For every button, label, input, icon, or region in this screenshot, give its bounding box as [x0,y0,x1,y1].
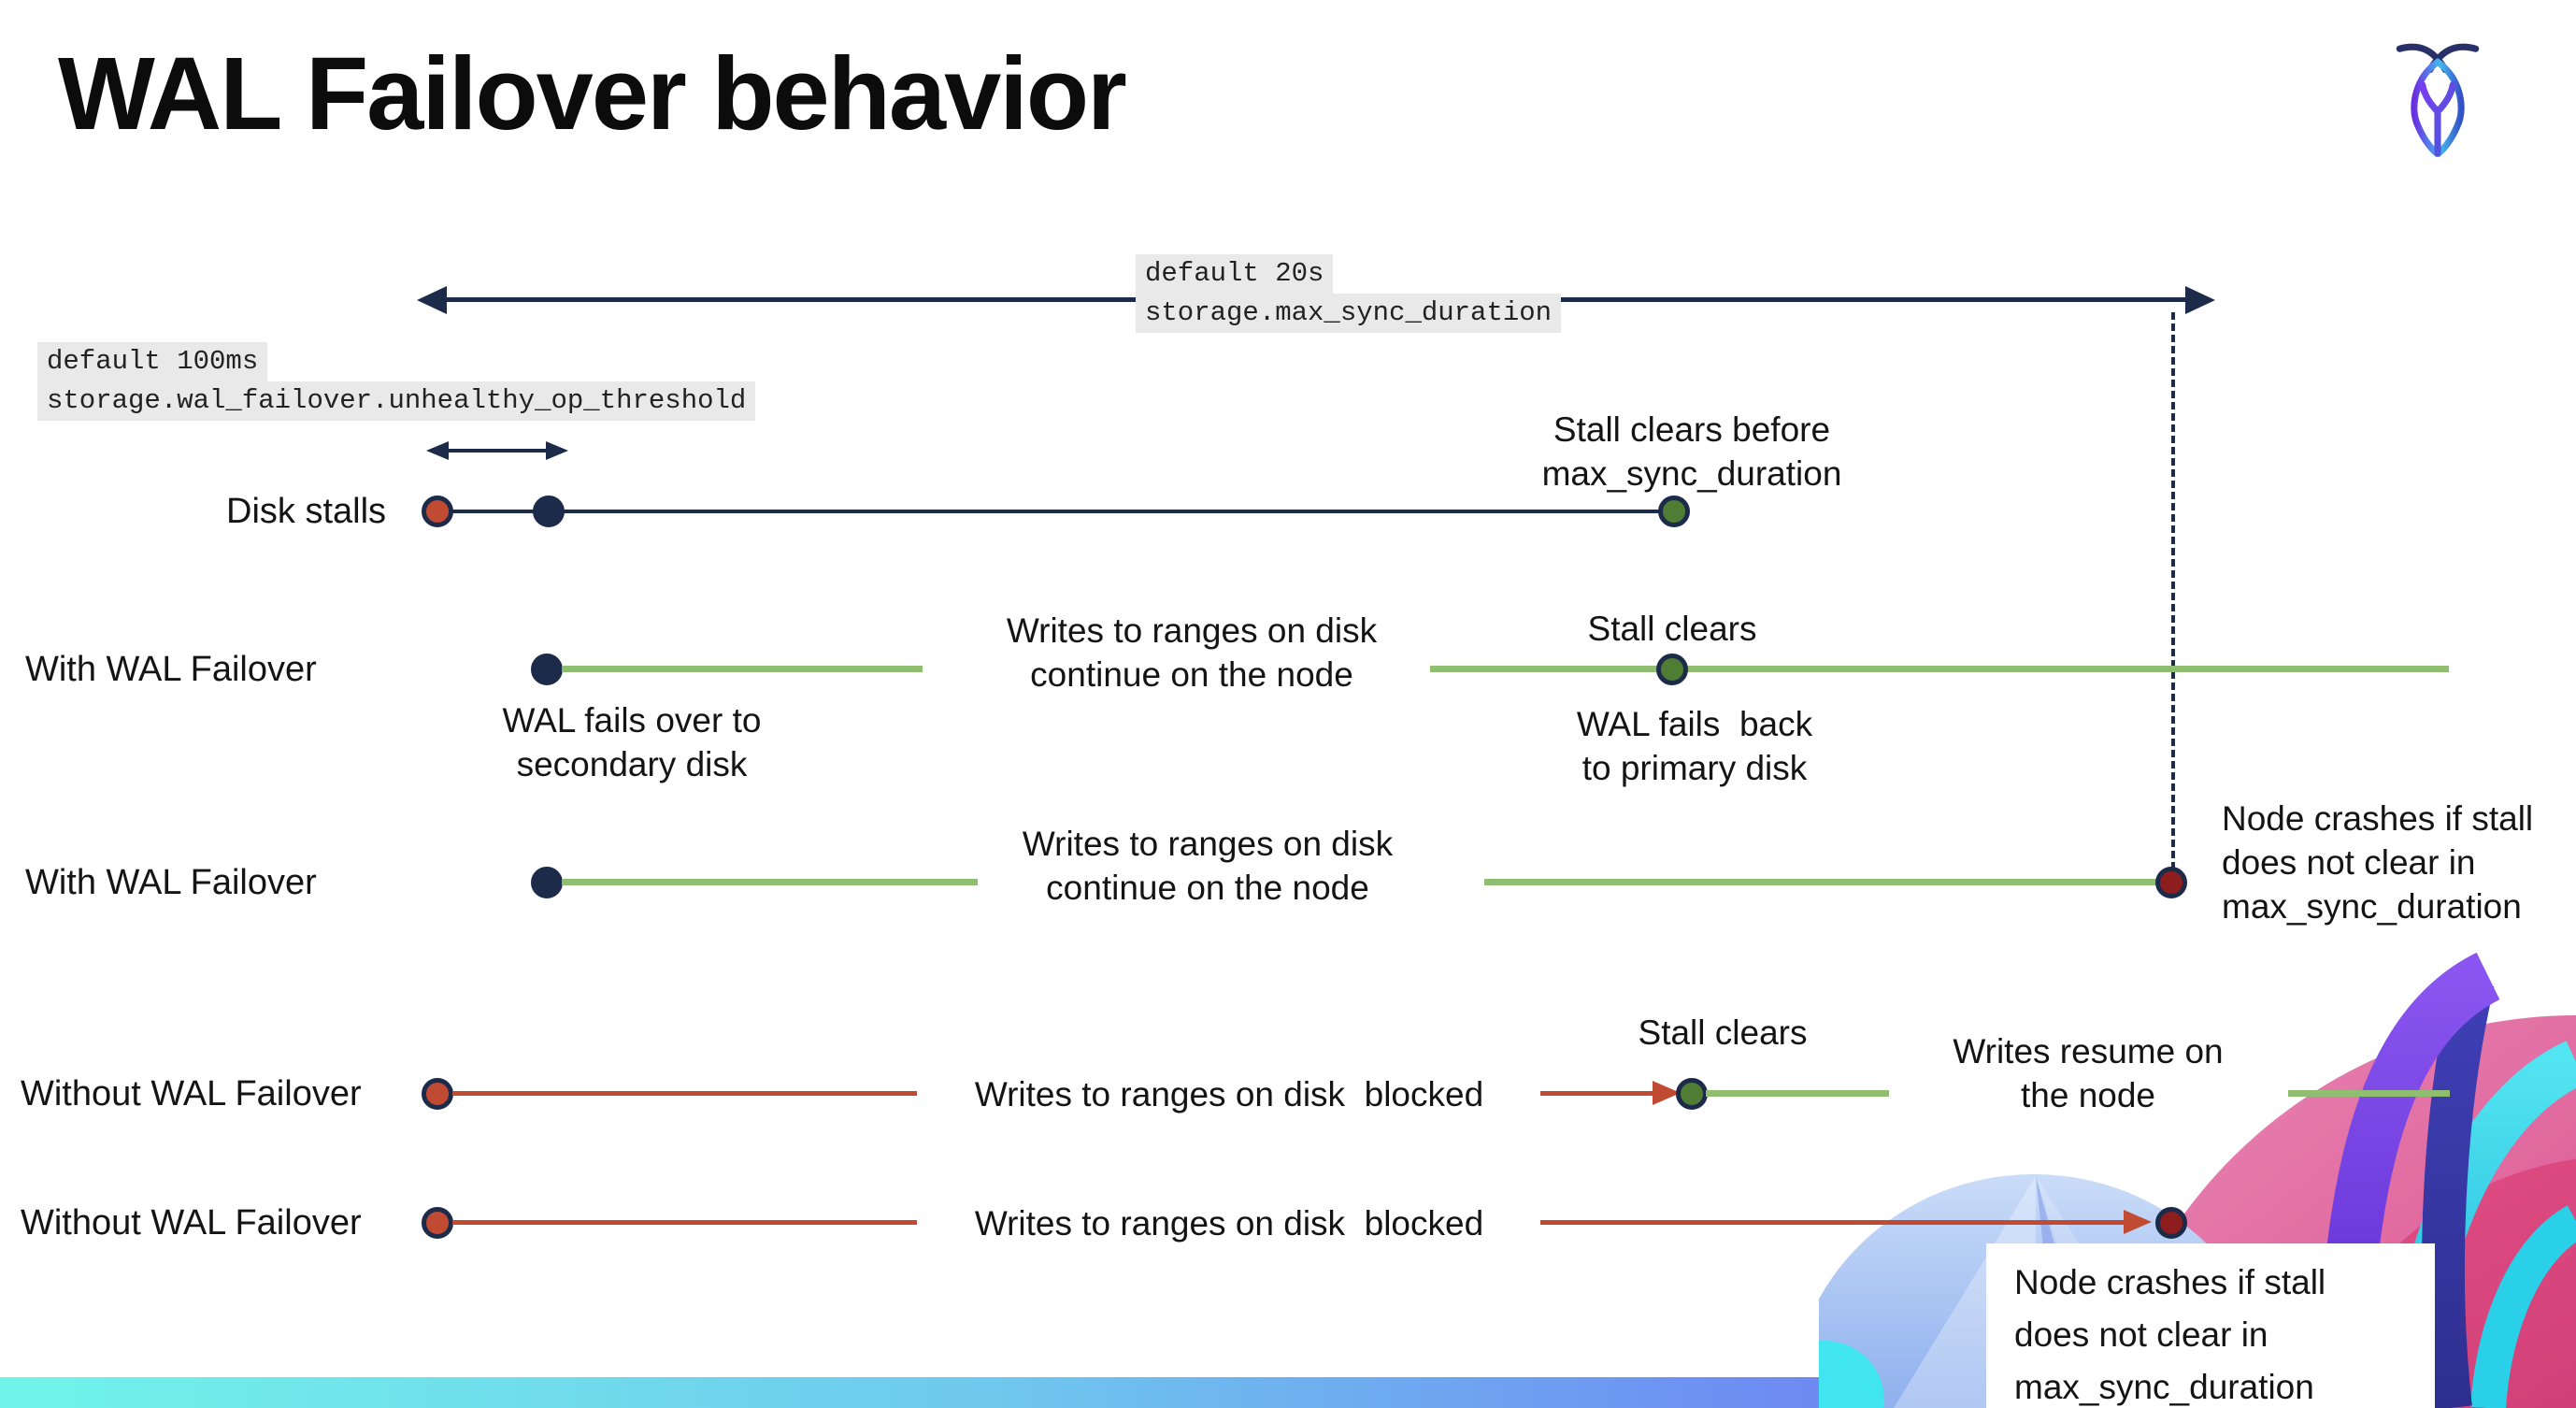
stall-clears-dot [1656,654,1688,685]
stall-clears-note-1: Stall clears [1587,610,1757,648]
node-crashes-note-1: Node crashes if stall does not clear in … [2222,799,2534,926]
failover-dot [531,867,563,898]
row-label-disk-stalls: Disk stalls [226,492,387,531]
row-label-with-wal-failover-2: With WAL Failover [25,863,317,902]
healthy-writes-line [562,666,923,672]
small-arrowhead-right-icon [546,441,568,460]
node-crash-dot [2155,1207,2187,1239]
unhealthy-op-default-label: default 100ms [37,342,268,381]
stall-start-dot [422,496,453,527]
writes-resume-note: Writes resume on the node [1953,1032,2224,1114]
row-label-without-wal-failover-2: Without WAL Failover [21,1203,362,1243]
wal-fails-over-note: WAL fails over to secondary disk [502,701,762,783]
page-title: WAL Failover behavior [58,36,1127,151]
deadline-dashed-line [2171,312,2175,869]
blocked-writes-line [452,1220,917,1225]
resumed-writes-line [2288,1090,2450,1097]
writes-blocked-note-1: Writes to ranges on disk blocked [974,1075,1484,1113]
stall-clears-note-2: Stall clears [1638,1013,1808,1052]
arrowhead-right-icon [2185,286,2215,314]
node-crash-dot [2155,867,2187,898]
unhealthy-op-span-line [441,449,550,453]
row-label-with-wal-failover-1: With WAL Failover [25,650,317,689]
max-sync-default-label: default 20s [1136,254,1334,294]
cockroachdb-logo-icon [2396,43,2480,157]
healthy-writes-line [1430,666,2449,672]
healthy-writes-line [1484,879,2161,885]
arrowhead-left-icon [417,286,447,314]
stall-start-dot [422,1078,453,1110]
disk-stalls-timeline [437,510,1674,513]
stall-clears-dot [1658,496,1690,527]
writes-continue-note-1: Writes to ranges on disk continue on the… [1006,611,1378,694]
node-crashes-panel: Node crashes if stall does not clear in … [1986,1243,2435,1408]
threshold-dot [533,496,565,527]
failover-dot [531,654,563,685]
red-arrowhead-icon [2124,1210,2152,1234]
small-arrowhead-left-icon [426,441,449,460]
unhealthy-op-setting-label: storage.wal_failover.unhealthy_op_thresh… [37,381,756,421]
blocked-writes-line [1540,1091,1658,1096]
stall-start-dot [422,1207,453,1239]
blocked-writes-line [452,1091,917,1096]
wal-fails-back-note: WAL fails back to primary disk [1576,705,1813,787]
writes-blocked-note-2: Writes to ranges on disk blocked [974,1204,1484,1243]
row-label-without-wal-failover-1: Without WAL Failover [21,1074,362,1113]
resumed-writes-line [1706,1090,1889,1097]
max-sync-setting-label: storage.max_sync_duration [1136,294,1562,333]
stall-clears-before-note: Stall clears before max_sync_duration [1541,410,1842,493]
writes-continue-note-2: Writes to ranges on disk continue on the… [1022,825,1394,907]
blocked-writes-line [1540,1220,2124,1225]
healthy-writes-line [562,879,978,885]
stall-clears-dot [1676,1078,1708,1110]
